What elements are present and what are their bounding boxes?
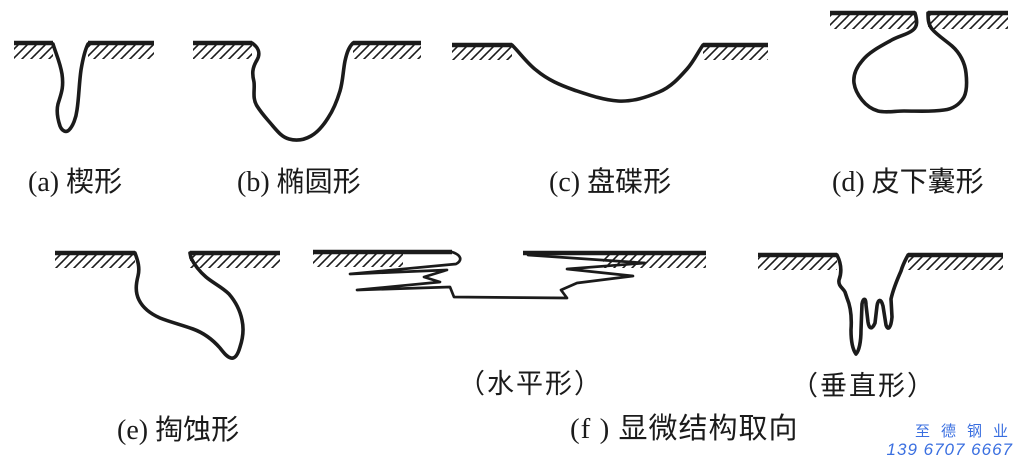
caption-f-microstructure: (f ) 显微结构取向 — [570, 413, 799, 445]
watermark-company: 至德钢业 — [914, 423, 1019, 440]
hatch-band — [88, 45, 154, 59]
sublabel-horizontal-form: （水平形） — [458, 369, 603, 399]
hatch-band — [452, 47, 512, 60]
watermark-phone: 139 6707 6667 — [886, 440, 1013, 460]
pit-outline-dish — [510, 43, 705, 103]
pit-outline-wedge — [51, 42, 90, 134]
caption-b-elliptical: (b) 椭圆形 — [237, 167, 361, 198]
hatch-band — [193, 45, 252, 59]
pit-outline-vertical-spikes — [835, 253, 910, 356]
caption-e-undercut: (e) 掏蚀形 — [117, 415, 240, 446]
pit-outline-sac — [852, 11, 969, 114]
panel-c-dish — [452, 42, 768, 103]
pit-outline-elliptical — [250, 41, 355, 142]
hatch-band — [908, 257, 1003, 270]
panel-e-undercut — [55, 250, 280, 360]
surface-line — [313, 249, 706, 256]
hatch-band — [353, 45, 421, 59]
caption-a-wedge: (a) 楔形 — [28, 167, 123, 198]
panel-d-subsurface-sac — [830, 10, 1008, 114]
hatch-band — [313, 254, 403, 267]
caption-d-subsurface-sac: (d) 皮下囊形 — [832, 167, 984, 198]
hatch-band — [830, 15, 915, 29]
panel-a-wedge — [14, 40, 154, 134]
panel-f-horizontal — [313, 249, 706, 300]
hatch-band — [928, 15, 1008, 29]
pit-outline-undercut — [133, 251, 245, 360]
hatch-band — [55, 255, 135, 268]
panel-f-vertical — [758, 252, 1003, 356]
watermark: 至德钢业 139 6707 6667 — [868, 423, 1013, 460]
hatch-band — [14, 45, 53, 59]
sublabel-vertical-form: （垂直形） — [791, 371, 936, 401]
hatch-band — [703, 47, 768, 60]
hatch-band — [758, 257, 837, 270]
hatch-band — [190, 255, 280, 268]
panel-b-elliptical — [193, 40, 421, 142]
pit-outline-horizontal-lamellae — [348, 250, 647, 300]
caption-c-dish: (c) 盘碟形 — [549, 167, 672, 198]
